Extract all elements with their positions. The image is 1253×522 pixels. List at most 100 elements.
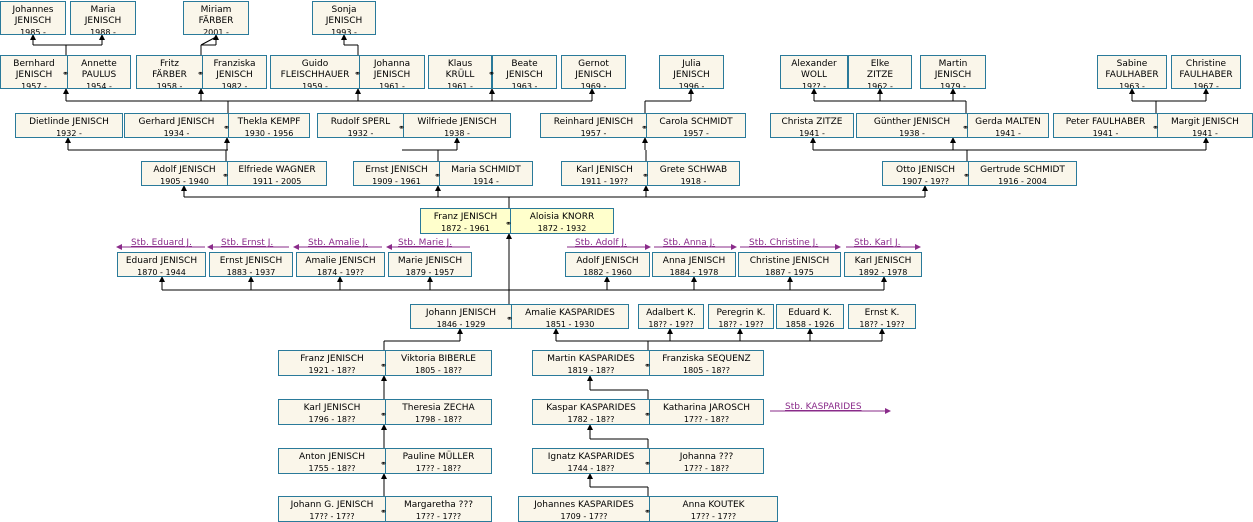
person-alexander-woll[interactable]: Alexander WOLL 19?? - — [780, 55, 848, 89]
person-peregrin-k[interactable]: Peregrin K. 18?? - 19?? — [708, 304, 774, 329]
link-stb-christine[interactable]: Stb. Christine J. — [749, 238, 819, 248]
spouse-left: Reinhard JENISCH 1957 - — [541, 114, 646, 137]
couple-franz-viktoria[interactable]: Franz JENISCH 1921 - 18?? Viktoria BIBER… — [278, 350, 492, 376]
person-ernst-jenisch[interactable]: Ernst JENISCH 1883 - 1937 — [209, 252, 293, 277]
person-klaus-kruell[interactable]: Klaus KRÜLL 1961 - — [428, 55, 492, 89]
spouse-right: Wilfriede JENISCH 1938 - — [403, 114, 510, 137]
couple-rudolf-wilfriede[interactable]: Rudolf SPERL 1932 - Wilfriede JENISCH 19… — [317, 113, 511, 138]
person-first-name: Johannes — [12, 5, 54, 15]
person-dates: 1921 - 18?? — [308, 366, 356, 375]
link-stb-amalie[interactable]: Stb. Amalie J. — [308, 238, 369, 248]
couple-karl-grete[interactable]: Karl JENISCH 1911 - 19?? Grete SCHWAB 19… — [561, 161, 740, 186]
spouse-left: Peter FAULHABER 1941 - — [1054, 114, 1157, 137]
person-dates: 1874 - 19?? — [316, 268, 364, 277]
person-name: Gerda MALTEN — [975, 117, 1041, 127]
couple-fritz-franziska[interactable]: Fritz FÄRBER 1958 - Franziska JENISCH 19… — [136, 55, 267, 89]
person-name: Marie JENISCH — [397, 256, 463, 266]
person-martin-jenisch[interactable]: Martin JENISCH 1979 - — [920, 55, 986, 89]
person-christine-faulhaber[interactable]: Christine FAULHABER 1967 - — [1171, 55, 1241, 89]
couple-martin-franziska[interactable]: Martin KASPARIDES 1819 - 18?? Franziska … — [532, 350, 764, 376]
link-stb-eduard[interactable]: Stb. Eduard J. — [131, 238, 192, 248]
person-name: Karl JENISCH — [303, 403, 361, 413]
person-maria-jenisch[interactable]: Maria JENISCH 1988 - — [70, 1, 136, 35]
couple-karl-theresia[interactable]: Karl JENISCH 1796 - 18?? Theresia ZECHA … — [278, 399, 492, 425]
couple-johanng-margaretha[interactable]: Johann G. JENISCH 17?? - 17?? Margaretha… — [278, 496, 492, 522]
spouse-right: Johanna JENISCH 1961 - — [359, 56, 424, 88]
person-dates: 17?? - 18?? — [415, 464, 462, 473]
person-name: Margit JENISCH — [1171, 117, 1239, 127]
person-name: Anton JENISCH — [299, 452, 365, 462]
spouse-left: Franz JENISCH 1921 - 18?? — [279, 351, 385, 375]
person-dates: 2001 - — [203, 28, 229, 35]
link-stb-anna[interactable]: Stb. Anna J. — [663, 238, 716, 248]
couple-reinhard-carola[interactable]: Reinhard JENISCH 1957 - Carola SCHMIDT 1… — [540, 113, 746, 138]
spouse-left: Johannes KASPARIDES 1709 - 17?? — [519, 497, 649, 521]
link-stb-karl[interactable]: Stb. Karl J. — [854, 238, 901, 248]
couple-gerhard-thekla[interactable]: Gerhard JENISCH 1934 - Thekla KEMPF 1930… — [124, 113, 310, 138]
spouse-left: Kaspar KASPARIDES 1782 - 18?? — [533, 400, 649, 424]
person-karl-jenisch[interactable]: Karl JENISCH 1892 - 1978 — [844, 252, 922, 277]
marriage-ring-icon: ⚭ — [62, 69, 69, 78]
link-stb-kasparides[interactable]: Stb. KASPARIDES — [785, 402, 862, 412]
person-name: Johann JENISCH — [425, 308, 497, 318]
person-amalie-jenisch[interactable]: Amalie JENISCH 1874 - 19?? — [296, 252, 385, 277]
person-eduard-jenisch[interactable]: Eduard JENISCH 1870 - 1944 — [117, 252, 206, 277]
person-dates: 1993 - — [331, 28, 357, 35]
person-dates: 1879 - 1957 — [405, 268, 455, 277]
couple-ernst-maria[interactable]: Ernst JENISCH 1909 - 1961 Maria SCHMIDT … — [353, 161, 533, 186]
couple-kaspar-katharina[interactable]: Kaspar KASPARIDES 1782 - 18?? Katharina … — [532, 399, 764, 425]
link-stb-marie[interactable]: Stb. Marie J. — [398, 238, 453, 248]
couple-guido-johanna[interactable]: Guido FLEISCHHAUER 1959 - Johanna JENISC… — [270, 55, 425, 89]
couple-otto-gertrude[interactable]: Otto JENISCH 1907 - 19?? Gertrude SCHMID… — [882, 161, 1077, 186]
person-name: Margaretha ??? — [403, 500, 474, 510]
person-dietlinde-jenisch[interactable]: Dietlinde JENISCH 1932 - — [15, 113, 123, 138]
person-gernot-jenisch[interactable]: Gernot JENISCH 1969 - — [561, 55, 626, 89]
person-ernst-k[interactable]: Ernst K. 18?? - 19?? — [848, 304, 916, 329]
person-adolf-jenisch[interactable]: Adolf JENISCH 1882 - 1960 — [565, 252, 650, 277]
person-name: Reinhard JENISCH — [553, 117, 634, 127]
person-miriam-faerber[interactable]: Miriam FÄRBER 2001 - — [183, 1, 249, 35]
person-johannes-jenisch[interactable]: Johannes JENISCH 1985 - — [0, 1, 66, 35]
person-christine-jenisch[interactable]: Christine JENISCH 1887 - 1975 — [738, 252, 841, 277]
person-name: Katharina JAROSCH — [662, 403, 751, 413]
couple-franz-aloisia[interactable]: Franz JENISCH 1872 - 1961 Aloisia KNORR … — [420, 208, 614, 234]
spouse-right: Annette PAULUS 1954 - — [67, 56, 130, 88]
person-dates: 1872 - 1961 — [441, 224, 490, 233]
person-name: Ernst JENISCH — [365, 165, 428, 175]
marriage-ring-icon: ⚭ — [644, 410, 651, 419]
person-sabine-faulhaber[interactable]: Sabine FAULHABER 1963 - — [1097, 55, 1167, 89]
link-stb-ernst[interactable]: Stb. Ernst J. — [221, 238, 274, 248]
person-anna-jenisch[interactable]: Anna JENISCH 1884 - 1978 — [652, 252, 736, 277]
person-name: Rudolf SPERL — [330, 117, 391, 127]
person-sonja-jenisch[interactable]: Sonja JENISCH 1993 - — [312, 1, 376, 35]
person-dates: 1967 - — [1193, 82, 1219, 89]
spouse-right: Aloisia KNORR 1872 - 1932 — [510, 209, 613, 233]
person-dates: 1796 - 18?? — [308, 415, 356, 424]
person-surname: FAULHABER — [1179, 70, 1233, 80]
couple-johannes-anna[interactable]: Johannes KASPARIDES 1709 - 17?? Anna KOU… — [518, 496, 778, 522]
couple-adolf-elfriede[interactable]: Adolf JENISCH 1905 - 1940 Elfriede WAGNE… — [141, 161, 327, 186]
person-marie-jenisch[interactable]: Marie JENISCH 1879 - 1957 — [388, 252, 472, 277]
person-eduard-k[interactable]: Eduard K. 1858 - 1926 — [776, 304, 844, 329]
couple-peter-margit[interactable]: Peter FAULHABER 1941 - Margit JENISCH 19… — [1053, 113, 1253, 138]
person-adalbert-k[interactable]: Adalbert K. 18?? - 19?? — [638, 304, 704, 329]
marriage-ring-icon: ⚭ — [380, 410, 387, 419]
person-elke-zitze[interactable]: Elke ZITZE 1962 - — [848, 55, 912, 89]
person-dates: 1930 - 1956 — [244, 129, 294, 138]
person-beate-jenisch[interactable]: Beate JENISCH 1963 - — [492, 55, 557, 89]
person-christa-zitze[interactable]: Christa ZITZE 1941 - — [770, 113, 854, 138]
couple-bernhard-annette[interactable]: Bernhard JENISCH 1957 - Annette PAULUS 1… — [0, 55, 131, 89]
person-dates: 1907 - 19?? — [901, 177, 949, 186]
couple-johann-amalie[interactable]: Johann JENISCH 1846 - 1929 Amalie KASPAR… — [410, 304, 629, 329]
person-dates: 1883 - 1937 — [226, 268, 276, 277]
person-first-name: Bernhard — [13, 59, 55, 69]
person-dates: 1982 - — [221, 82, 248, 89]
person-dates: 1916 - 2004 — [998, 177, 1047, 186]
couple-guenther-gerda[interactable]: Günther JENISCH 1938 - Gerda MALTEN 1941… — [856, 113, 1049, 138]
person-name: Karl JENISCH — [576, 165, 633, 175]
person-julia-jenisch[interactable]: Julia JENISCH 1996 - — [659, 55, 724, 89]
person-dates: 1959 - — [302, 82, 328, 89]
link-stb-adolf[interactable]: Stb. Adolf J. — [575, 238, 627, 248]
couple-ignatz-johanna[interactable]: Ignatz KASPARIDES 1744 - 18?? Johanna ??… — [532, 448, 764, 474]
